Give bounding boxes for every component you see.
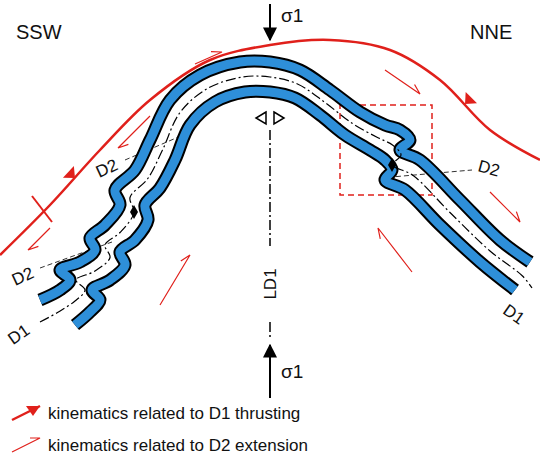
fold-axis-symbol: [130, 205, 138, 219]
axial-trace: [269, 130, 271, 246]
fold-axis-symbol: [388, 158, 396, 172]
axial-plane-label: LD1: [260, 265, 281, 302]
antiform-symbol: [256, 112, 266, 124]
kinematic-arrow: [490, 192, 520, 222]
folded-layer: [75, 91, 515, 325]
deformation-label: D2: [476, 157, 501, 179]
kinematic-arrow: [195, 52, 222, 64]
kinematic-arrow: [378, 228, 412, 272]
stress-label: σ1: [281, 6, 303, 25]
direction-label: SSW: [16, 22, 62, 42]
legend-sample-thrust: [26, 406, 40, 416]
thrust-triangle: [63, 166, 80, 184]
fault-tick: [32, 196, 52, 222]
layer-midline: [40, 76, 532, 322]
legend-sample-extension: [12, 438, 40, 452]
antiform-symbol: [274, 112, 284, 124]
kinematic-arrow: [385, 70, 420, 94]
stress-label: σ1: [281, 362, 303, 381]
thrust-line: [0, 40, 540, 255]
stress-arrow: [269, 345, 271, 398]
deformation-label: D2: [9, 264, 36, 289]
stress-arrow: [269, 4, 271, 40]
direction-label: NNE: [470, 22, 512, 42]
thrust-triangle: [459, 92, 477, 110]
legend-text: kinematics related to D2 extension: [48, 437, 308, 454]
deformation-label: D1: [500, 301, 528, 327]
kinematic-arrow: [28, 228, 50, 250]
deformation-label: D1: [5, 321, 33, 347]
legend-text: kinematics related to D1 thrusting: [48, 405, 300, 422]
kinematic-arrow: [118, 116, 150, 148]
legend-sample-thrust: [12, 406, 40, 420]
layer-outline: [75, 91, 515, 325]
axial-trace: [269, 322, 271, 340]
kinematic-arrow: [160, 255, 190, 305]
deformation-label: D2: [93, 156, 120, 181]
